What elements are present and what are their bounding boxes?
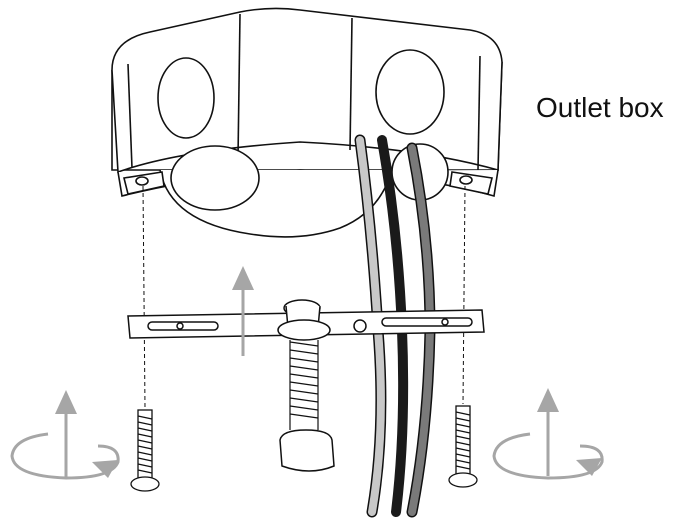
center-stud (277, 299, 335, 472)
mounting-screw-left (130, 409, 160, 492)
alignment-lines (142, 185, 466, 409)
up-arrow-icon (232, 266, 254, 356)
outlet-box (111, 7, 503, 238)
rotate-clockwise-icon (492, 388, 604, 480)
mounting-screw-right (448, 405, 478, 488)
rotate-clockwise-icon (10, 390, 120, 480)
knockout-left (157, 57, 215, 139)
knockout-right (375, 49, 445, 135)
outlet-box-label: Outlet box (536, 92, 664, 123)
